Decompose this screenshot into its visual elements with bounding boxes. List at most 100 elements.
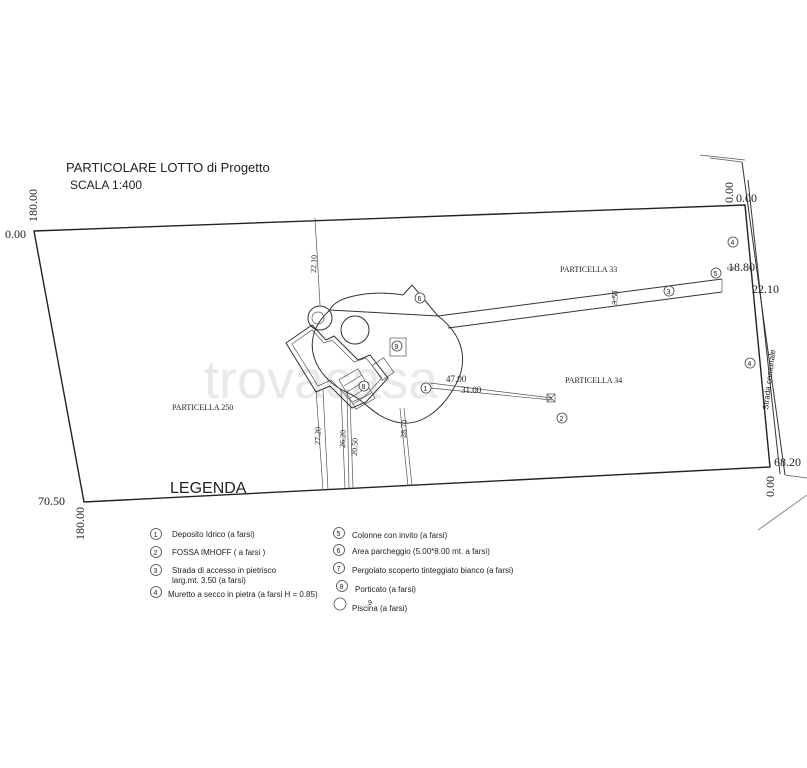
dim-small: 6.00 (727, 267, 736, 272)
svg-text:8: 8 (340, 584, 344, 591)
road-bottom-diag (757, 494, 807, 531)
svg-text:larg.mt. 3.50 (a farsi): larg.mt. 3.50 (a farsi) (172, 576, 246, 585)
svg-text:Strada di accesso in pietrisco: Strada di accesso in pietrisco (172, 566, 277, 575)
corner-label-1880: 18.80 (728, 260, 755, 274)
road-edge-right (741, 161, 786, 476)
legend-item-9: 9 Piscina (a farsi) (333, 597, 407, 613)
marker-4-top: 4 (727, 236, 739, 248)
svg-text:9: 9 (395, 344, 399, 351)
dim-line-2870a (399, 407, 409, 487)
parcel-label-250: PARTICELLA 250 (172, 403, 233, 412)
pergola (371, 357, 395, 381)
svg-text:6: 6 (418, 296, 422, 303)
dim-line-2620b (346, 389, 350, 489)
road-bottom-link (784, 474, 807, 479)
svg-text:Area parcheggio (5.00*8.00 mt: Area parcheggio (5.00*8.00 mt. a farsi) (352, 547, 490, 556)
dim-line-3100 (429, 387, 553, 401)
svg-text:1: 1 (424, 386, 428, 393)
legend-item-8: 8 Porticato (a farsi) (336, 580, 416, 594)
corner-label-right-top-vertical: 0.00 (722, 182, 736, 203)
svg-text:4: 4 (748, 361, 752, 368)
fossa-imhoff-symbol (546, 393, 556, 403)
svg-text:9: 9 (368, 600, 372, 607)
corner-label-right-top-horizontal: 0.00 (736, 191, 757, 205)
pool (340, 315, 370, 345)
access-road-lower (447, 291, 723, 329)
road-edge-left (747, 179, 781, 475)
legend-item-1: 1 Deposito Idrico (a farsi) (150, 528, 255, 540)
dim-line-2720b (322, 389, 329, 491)
parcel-label-34: PARTICELLA 34 (565, 376, 622, 385)
svg-text:2: 2 (154, 550, 158, 557)
dim-2870: 28.70 (399, 420, 409, 438)
water-deposit-inner (311, 311, 325, 325)
corner-label-2210: 22.10 (752, 282, 779, 296)
corner-label-left-top-vertical: 180.00 (26, 189, 40, 222)
svg-text:Pergolato scoperto tinteggiato: Pergolato scoperto tinteggiato bianco (a… (352, 566, 514, 575)
marker-6: 6 (414, 292, 426, 304)
legend-item-6: 6 Area parcheggio (5.00*8.00 mt. a farsi… (333, 544, 490, 556)
svg-text:Piscina (a farsi): Piscina (a farsi) (352, 604, 407, 613)
stair-line-1 (343, 374, 363, 387)
svg-text:3: 3 (154, 568, 158, 575)
road-top-diag (699, 154, 746, 161)
marker-9: 9 (391, 340, 403, 352)
legend-item-7: 7 Pergolato scoperto tinteggiato bianco … (333, 562, 514, 575)
svg-text:1: 1 (154, 532, 158, 539)
pool-deck (389, 337, 407, 357)
legend-heading: LEGENDA (170, 480, 247, 497)
marker-3: 3 (663, 285, 675, 297)
parking-area (402, 284, 439, 317)
parcel-label-33: PARTICELLA 33 (560, 265, 617, 274)
marker-5: 5 (710, 267, 722, 279)
dim-line-2210 (314, 217, 321, 306)
dim-350: 3.50 (610, 290, 620, 305)
plan-title: PARTICOLARE LOTTO di Progetto (66, 160, 270, 175)
legend-item-2: 2 FOSSA IMHOFF ( a farsi ) (150, 546, 266, 558)
dim-line-2050 (349, 399, 354, 489)
legend-item-3: 3 Strada di accesso in pietrisco larg.mt… (150, 564, 277, 585)
garden-outline (311, 292, 463, 424)
svg-text:Porticato (a farsi): Porticato (a farsi) (355, 585, 416, 594)
plan-scale: SCALA 1:400 (70, 178, 142, 192)
lot-boundary (33, 204, 771, 503)
svg-text:8: 8 (362, 384, 366, 391)
dim-2050: 20.50 (350, 438, 360, 456)
fossa-cross-2 (546, 393, 556, 403)
svg-text:Muretto a secco in pietra (a: Muretto a secco in pietra (a farsi H = 0… (168, 590, 318, 599)
dim-line-2720a (315, 389, 324, 491)
marker-8: 8 (358, 380, 370, 392)
svg-text:5: 5 (337, 531, 341, 538)
stair-line-4 (352, 392, 372, 405)
corner-label-6820: 68.20 (774, 455, 801, 469)
corner-label-left-bottom-vertical: 180.00 (73, 507, 87, 540)
svg-text:Deposito Idrico (a farsi): Deposito Idrico (a farsi) (172, 530, 255, 539)
marker-1: 1 (420, 382, 432, 394)
corner-label-left-top-horizontal: 0.00 (5, 227, 26, 241)
svg-text:6: 6 (337, 548, 341, 555)
watermark: trovacasa (204, 350, 439, 410)
access-road-upper (437, 278, 723, 317)
dim-line-350 (611, 289, 616, 306)
svg-text:7: 7 (337, 566, 341, 573)
dim-2620: 26.20 (338, 430, 348, 448)
dim-2720: 27.20 (313, 427, 323, 445)
svg-text:4: 4 (731, 240, 735, 247)
dim-line-4700 (429, 382, 553, 399)
road-top-tick (709, 157, 743, 163)
legend-item-5: 5 Colonne con invito (a farsi) (333, 527, 447, 540)
house-outline (285, 324, 389, 409)
dim-line-2870b (403, 407, 413, 487)
water-deposit-tank (307, 305, 333, 331)
marker-2: 2 (556, 412, 568, 424)
corner-label-right-bottom-vertical: 0.00 (763, 476, 777, 497)
dim-line-2620a (340, 389, 346, 489)
svg-text:FOSSA IMHOFF ( a farsi ): FOSSA IMHOFF ( a farsi ) (172, 548, 266, 557)
dim-3100: 31.00 (461, 385, 482, 395)
corner-label-left-bottom-horizontal: 70.50 (38, 494, 65, 508)
svg-text:Colonne con invito (a farsi): Colonne con invito (a farsi) (352, 531, 447, 540)
dim-2210: 22.10 (309, 255, 319, 273)
svg-text:2: 2 (560, 416, 564, 423)
svg-text:4: 4 (154, 590, 158, 597)
